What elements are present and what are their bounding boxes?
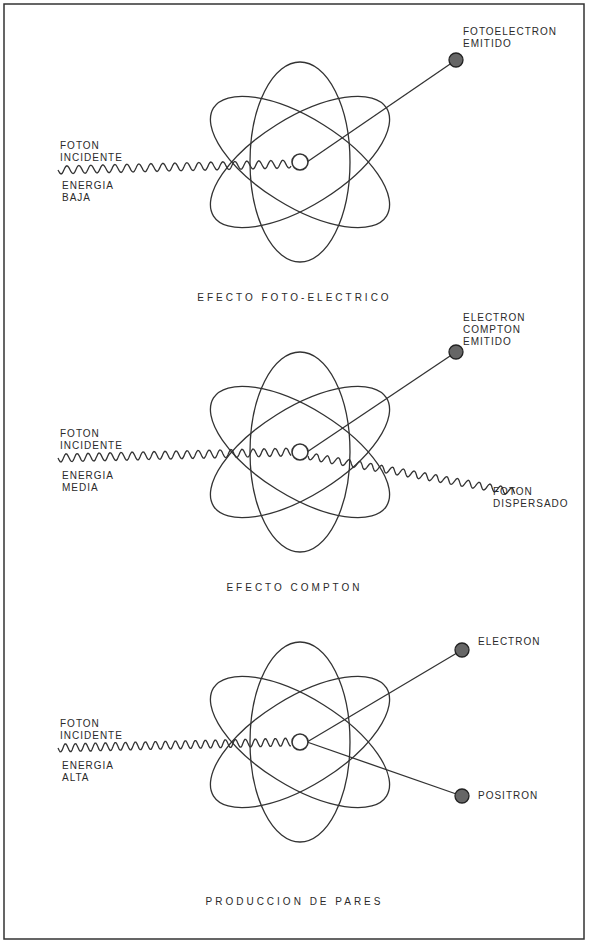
photon-label: FOTON INCIDENTE [60, 718, 150, 742]
panel-caption: EFECTO COMPTON [0, 582, 589, 594]
particle-label: ELECTRON COMPTON EMITIDO [463, 312, 563, 348]
particle [449, 345, 463, 359]
nucleus [292, 154, 308, 170]
photon-label: FOTON DISPERSADO [493, 486, 575, 510]
panel-caption: PRODUCCION DE PARES [0, 896, 589, 908]
particle [449, 53, 463, 67]
orbit [250, 62, 350, 262]
panel-caption: EFECTO FOTO-ELECTRICO [0, 292, 589, 304]
orbit [190, 361, 410, 544]
particle [455, 789, 469, 803]
particle-track [307, 742, 462, 796]
particle [455, 643, 469, 657]
particle-label: FOTOELECTRON EMITIDO [463, 26, 568, 50]
particle-track [307, 650, 462, 742]
photon-label: FOTON INCIDENTE [60, 428, 150, 452]
frame [4, 4, 584, 939]
photon-label: FOTON INCIDENTE [60, 140, 150, 164]
nucleus [292, 734, 308, 750]
energy-label: ENERGIA BAJA [62, 180, 142, 204]
energy-label: ENERGIA ALTA [62, 760, 142, 784]
orbit [250, 352, 350, 552]
orbit [190, 361, 410, 544]
particle-track [307, 352, 456, 452]
photon-wave [308, 454, 515, 494]
nucleus [292, 444, 308, 460]
particle-label: POSITRON [478, 790, 573, 802]
particle-track [307, 60, 456, 162]
energy-label: ENERGIA MEDIA [62, 470, 142, 494]
particle-label: ELECTRON [478, 636, 573, 648]
orbit [250, 642, 350, 842]
